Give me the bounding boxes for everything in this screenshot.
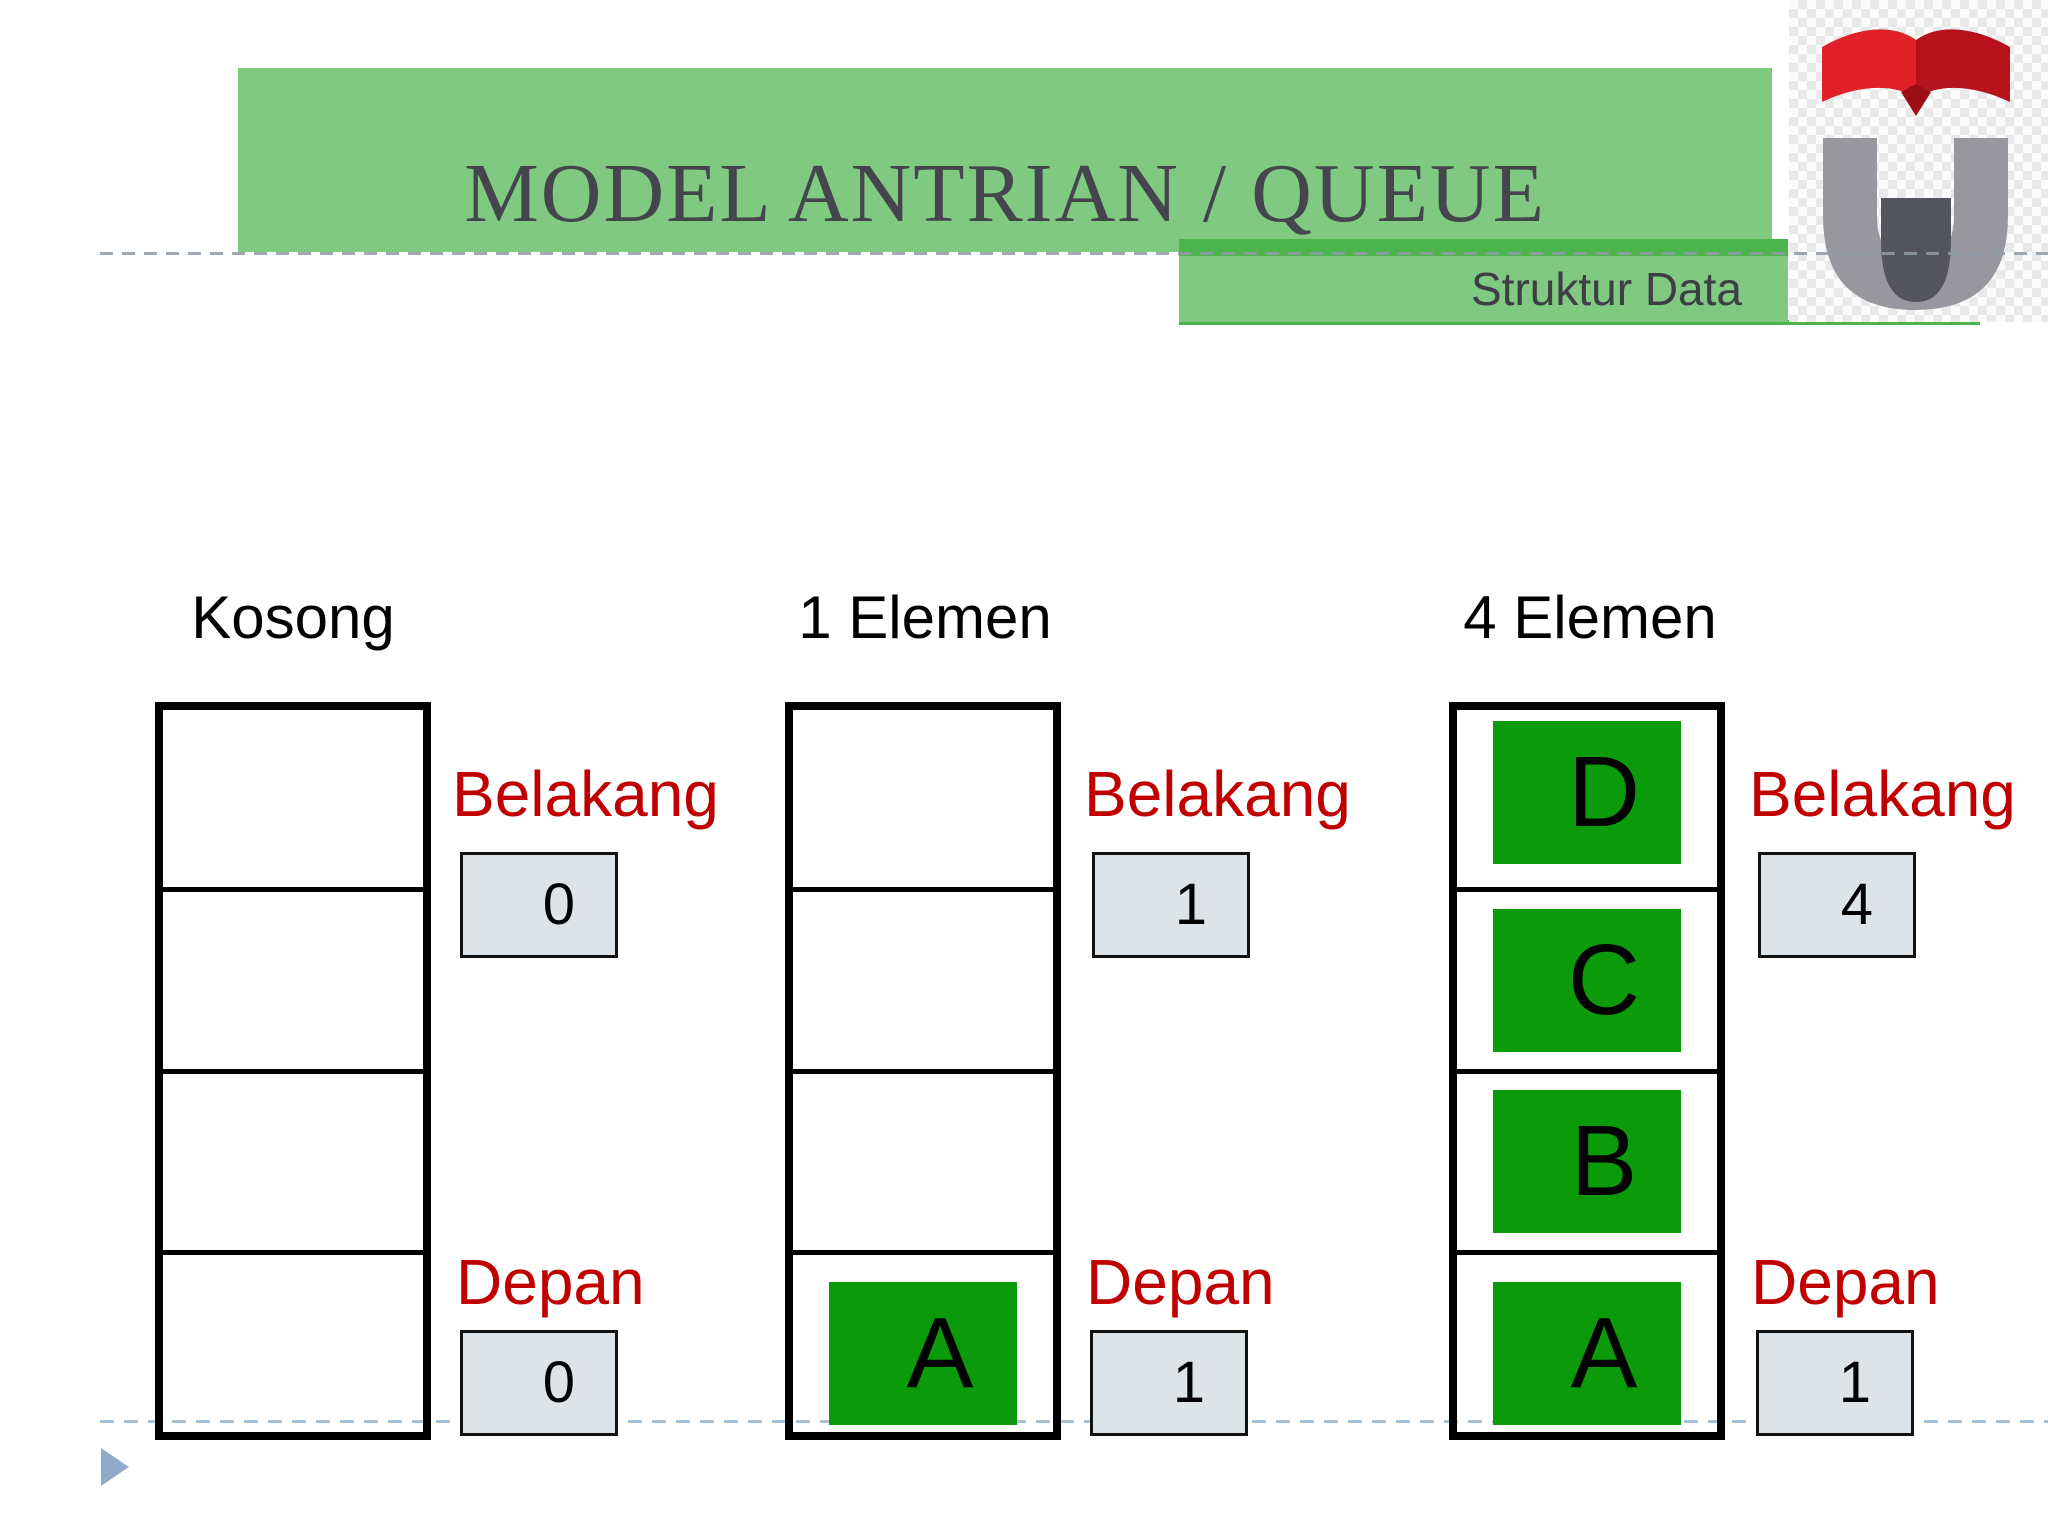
slide-title: MODEL ANTRIAN / QUEUE (464, 147, 1546, 240)
queue-cell: A (793, 1250, 1053, 1432)
queue-cell: B (1457, 1068, 1717, 1251)
bottom-dashed-divider (100, 1420, 2048, 1423)
queue-cell (163, 886, 423, 1069)
front-pointer-label: Depan (1086, 1246, 1275, 1318)
queue-cell: A (1457, 1250, 1717, 1432)
queue-box-1-elemen: A (785, 702, 1061, 1440)
queue-element: C (1493, 908, 1681, 1052)
subtitle-underline (1179, 320, 1980, 325)
back-pointer-label: Belakang (1749, 758, 2016, 830)
queue-cell (163, 710, 423, 887)
subtitle-bar: Struktur Data (1179, 239, 1788, 322)
u-letter-mark-icon (1823, 138, 2008, 310)
front-pointer-value: 0 (460, 1330, 618, 1436)
slide-footer-arrow-icon (101, 1448, 129, 1486)
queue-cell: D (1457, 710, 1717, 887)
diagram-title-4-elemen: 4 Elemen (1463, 584, 1717, 651)
queue-cell (793, 1068, 1053, 1251)
queue-element: D (1493, 721, 1681, 864)
queue-cell (163, 1250, 423, 1432)
open-book-icon (1822, 29, 2010, 116)
back-pointer-value: 0 (460, 852, 618, 958)
queue-element: A (829, 1282, 1017, 1426)
back-pointer-label: Belakang (452, 758, 719, 830)
queue-element: B (1493, 1090, 1681, 1234)
queue-cell (793, 886, 1053, 1069)
back-pointer-value: 4 (1758, 852, 1916, 958)
front-pointer-value: 1 (1756, 1330, 1914, 1436)
back-pointer-label: Belakang (1084, 758, 1351, 830)
queue-box-4-elemen: D C B A (1449, 702, 1725, 1440)
university-logo (1789, 0, 2048, 322)
subtitle-bar-accent-strip (1179, 239, 1788, 256)
back-pointer-value: 1 (1092, 852, 1250, 958)
queue-cell: C (1457, 886, 1717, 1069)
top-dashed-divider (100, 252, 2048, 255)
front-pointer-label: Depan (456, 1246, 645, 1318)
queue-element: A (1493, 1282, 1681, 1426)
diagram-title-1-elemen: 1 Elemen (798, 584, 1052, 651)
queue-cell (163, 1068, 423, 1251)
front-pointer-value: 1 (1090, 1330, 1248, 1436)
front-pointer-label: Depan (1751, 1246, 1940, 1318)
diagram-title-kosong: Kosong (191, 584, 395, 651)
slide-subtitle: Struktur Data (1471, 263, 1742, 315)
title-bar: MODEL ANTRIAN / QUEUE (238, 68, 1772, 252)
queue-cell (793, 710, 1053, 887)
queue-box-kosong (155, 702, 431, 1440)
